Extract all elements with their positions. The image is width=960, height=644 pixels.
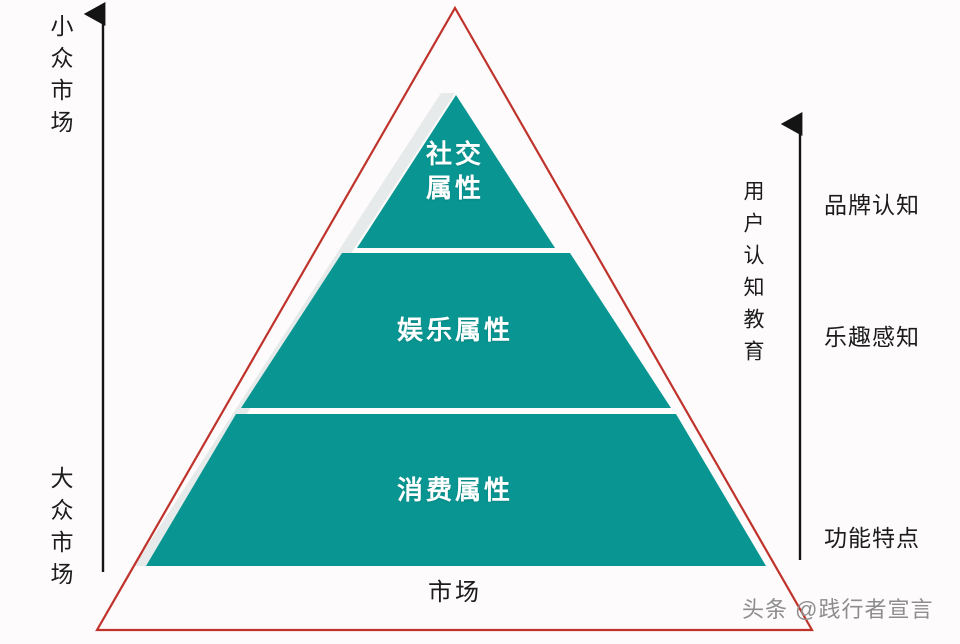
user-cognition-education-label: 用户认知教育 xyxy=(741,180,764,372)
niche-market-label: 小众市场 xyxy=(47,14,73,142)
mass-market-label: 大众市场 xyxy=(47,466,73,594)
pyramid-tier-label-entertainment: 娱乐属性 xyxy=(396,315,513,345)
watermark-text: 头条 @践行者宣言 xyxy=(742,597,934,622)
stage-label-fun-perception: 乐趣感知 xyxy=(824,324,920,350)
market-outline-triangle xyxy=(95,5,814,632)
market-axis-label: 市场 xyxy=(428,579,482,606)
pyramid-tier-entertainment xyxy=(241,253,671,408)
pyramid-tier-consumption xyxy=(146,414,766,566)
pyramid-tier-label-consumption: 消费属性 xyxy=(396,475,513,505)
pyramid-tier-social xyxy=(357,95,555,248)
pyramid-tier-label-social: 社交 属性 xyxy=(425,139,484,203)
stage-label-brand-awareness: 品牌认知 xyxy=(824,192,920,218)
stage-label-functional-feature: 功能特点 xyxy=(824,525,920,551)
